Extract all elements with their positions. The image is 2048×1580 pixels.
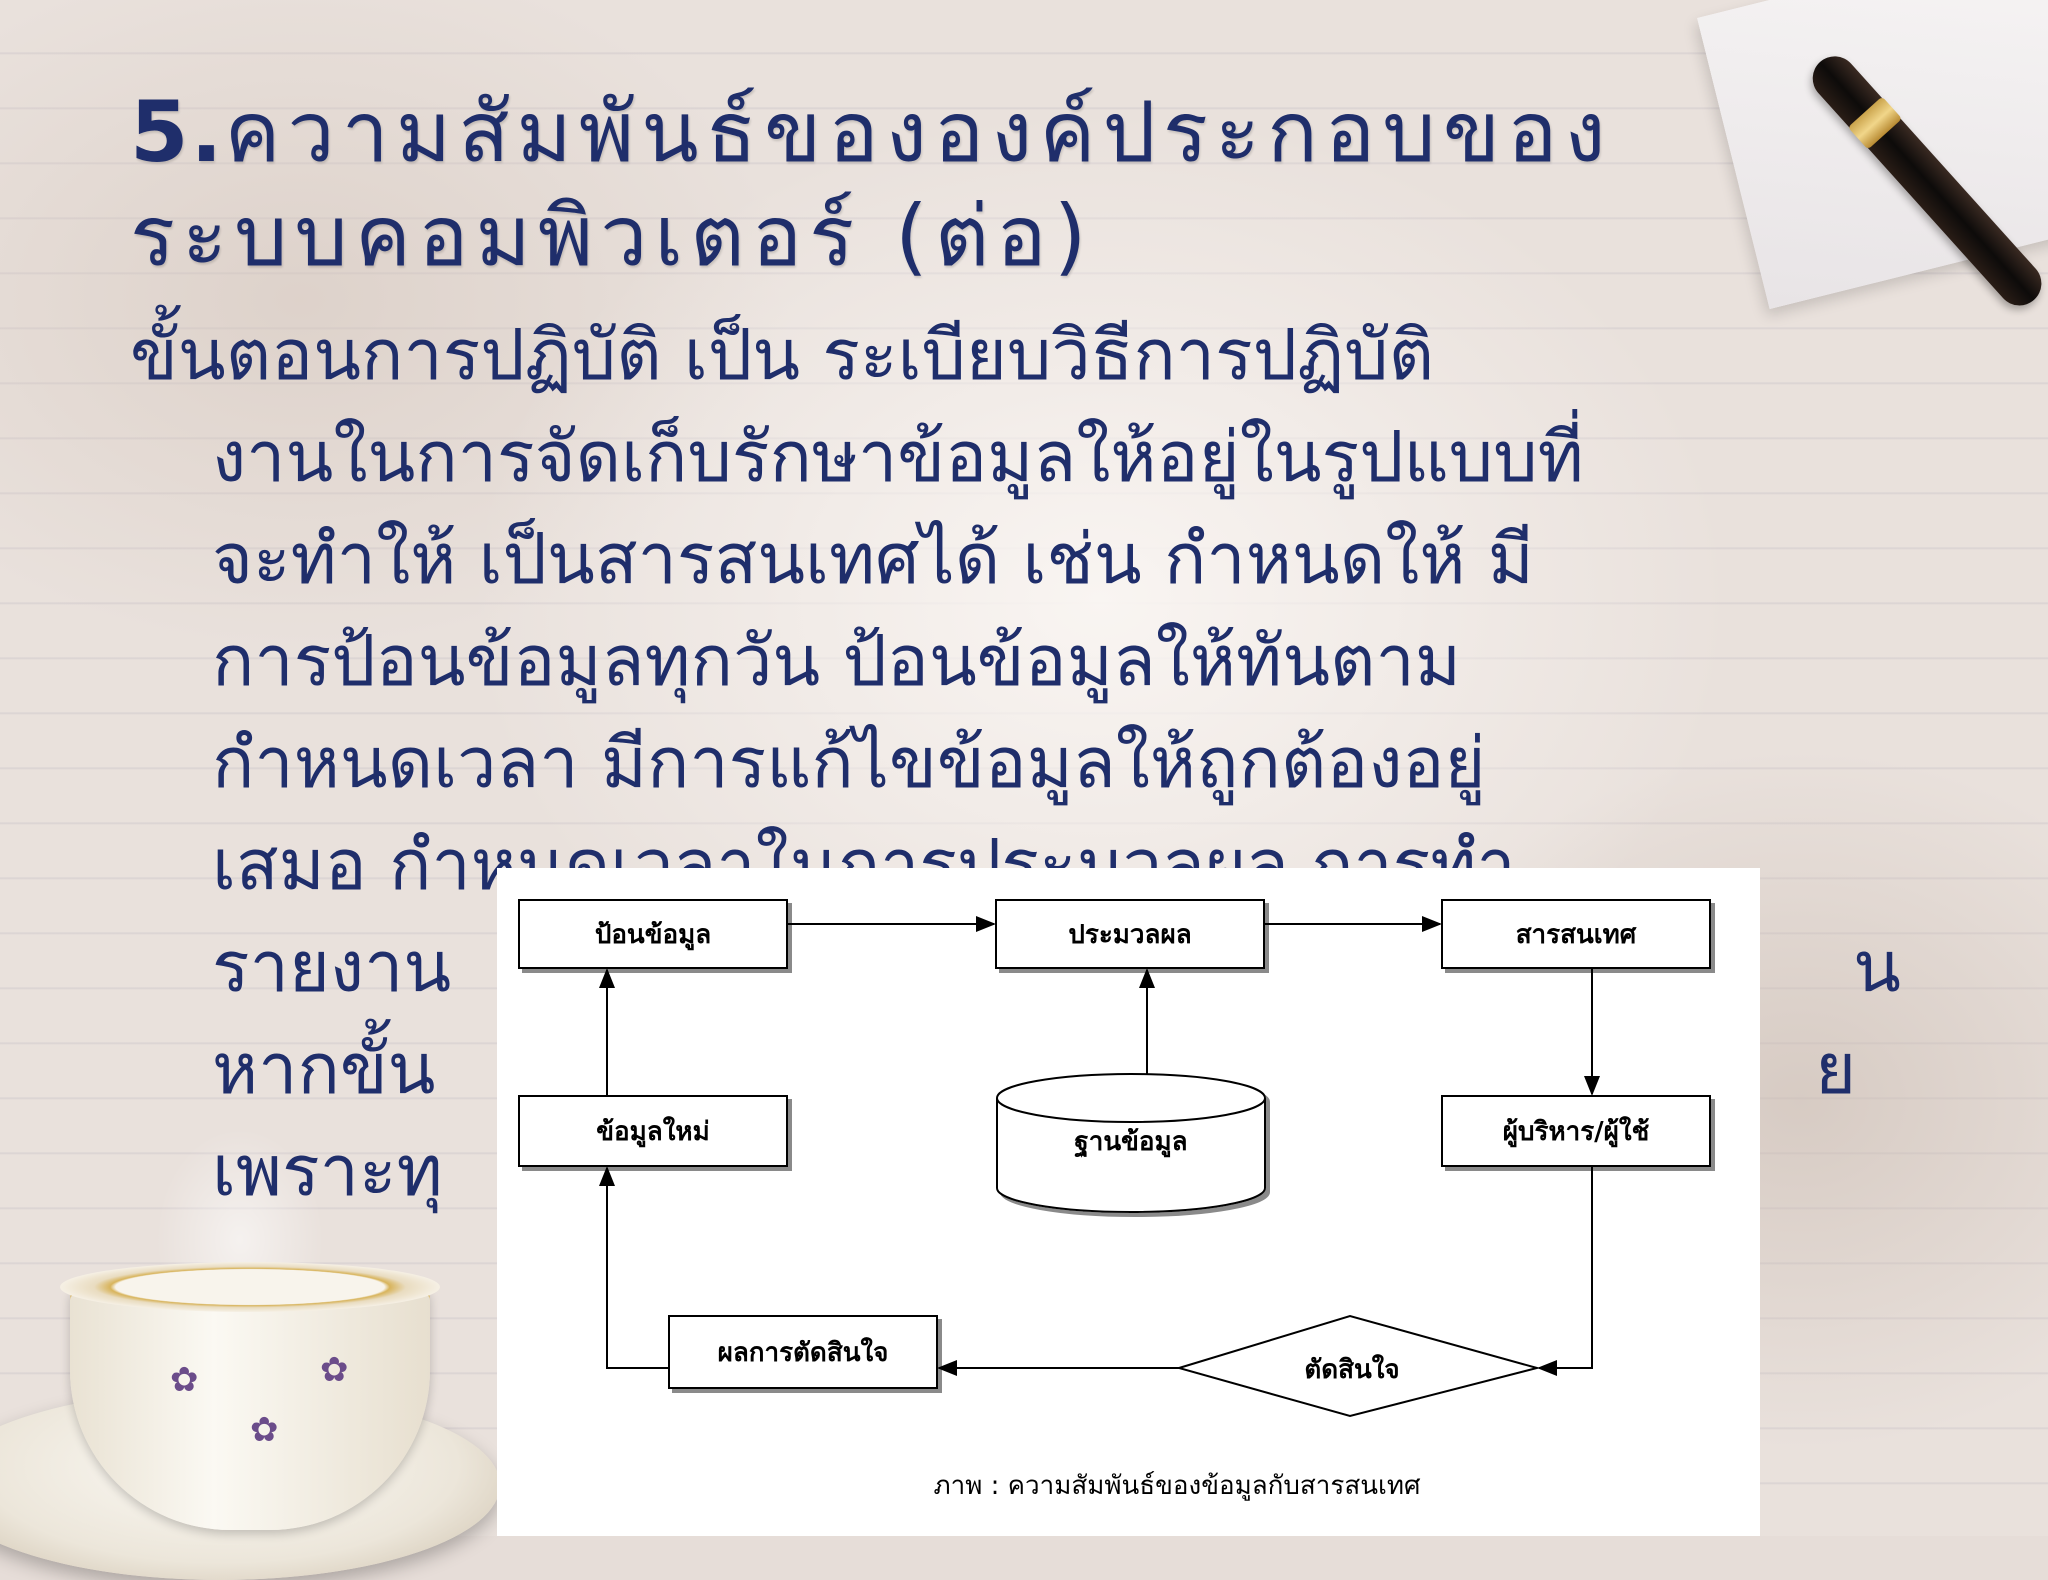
body-paragraph: ขั้นตอนการปฏิบัติ เป็น ระเบียบวิธีการปฏิ… xyxy=(130,304,1930,1222)
body-line: การป้อนข้อมูลทุกวัน ป้อนข้อมูลให้ทันตาม xyxy=(212,620,1461,702)
violet-flower-icon: ✿ xyxy=(170,1360,199,1400)
node-database xyxy=(996,1073,1266,1213)
title-number: 5. xyxy=(130,83,225,181)
arrow-users-to-decide xyxy=(1537,1166,1593,1376)
teacup-decoration xyxy=(70,1280,430,1530)
diagram-svg: ป้อนข้อมูล ประมวลผล สารสนเทศ ข้อมูลใหม่ … xyxy=(518,899,1711,1501)
node-information xyxy=(1441,899,1711,969)
label-database: ฐานข้อมูล xyxy=(1074,1127,1187,1159)
body-line: ขั้นตอนการปฏิบัติ เป็น ระเบียบวิธีการปฏิ… xyxy=(130,314,1435,396)
arrow-result-to-new-data xyxy=(599,1166,669,1369)
data-information-diagram: ป้อนข้อมูล ประมวลผล สารสนเทศ ข้อมูลใหม่ … xyxy=(497,868,1760,1536)
body-line: กำหนดเวลา มีการแก้ไขข้อมูลให้ถูกต้องอยู่ xyxy=(212,722,1486,804)
label-new-data: ข้อมูลใหม่ xyxy=(596,1116,709,1148)
body-line: รายงาน น xyxy=(212,926,1901,1008)
title-line-1: 5.ความสัมพันธ์ขององค์ประกอบของ xyxy=(130,83,1613,181)
node-input xyxy=(518,899,788,969)
label-input: ป้อนข้อมูล xyxy=(595,920,711,951)
title-text-1: ความสัมพันธ์ขององค์ประกอบของ xyxy=(224,83,1613,181)
node-users xyxy=(1441,1095,1711,1167)
slide-title: 5.ความสัมพันธ์ขององค์ประกอบของ ระบบคอมพิ… xyxy=(130,80,1930,288)
label-process: ประมวลผล xyxy=(1068,920,1191,950)
node-decision-result xyxy=(668,1315,938,1389)
node-new-data xyxy=(518,1095,788,1167)
title-line-2: ระบบคอมพิวเตอร์ (ต่อ) xyxy=(130,187,1094,285)
label-decision-result: ผลการตัดสินใจ xyxy=(718,1337,889,1368)
label-decide: ตัดสินใจ xyxy=(1304,1354,1399,1385)
node-process xyxy=(995,899,1265,969)
diagram-caption: ภาพ : ความสัมพันธ์ของข้อมูลกับสารสนเทศ xyxy=(933,1471,1421,1501)
teacup-rim-decoration xyxy=(60,1262,440,1312)
body-line: เพราะทุ xyxy=(212,1130,443,1212)
violet-flower-icon: ✿ xyxy=(320,1350,349,1390)
body-line: หากขั้น ย xyxy=(212,1028,1857,1110)
body-line: จะทำให้ เป็นสารสนเทศได้ เช่น กำหนดให้ มี xyxy=(212,518,1534,600)
label-users: ผู้บริหาร/ผู้ใช้ xyxy=(1503,1116,1649,1148)
body-line: งานในการจัดเก็บรักษาข้อมูลให้อยู่ในรูปแบ… xyxy=(212,416,1584,498)
label-information: สารสนเทศ xyxy=(1516,920,1637,950)
violet-flower-icon: ✿ xyxy=(250,1410,279,1450)
